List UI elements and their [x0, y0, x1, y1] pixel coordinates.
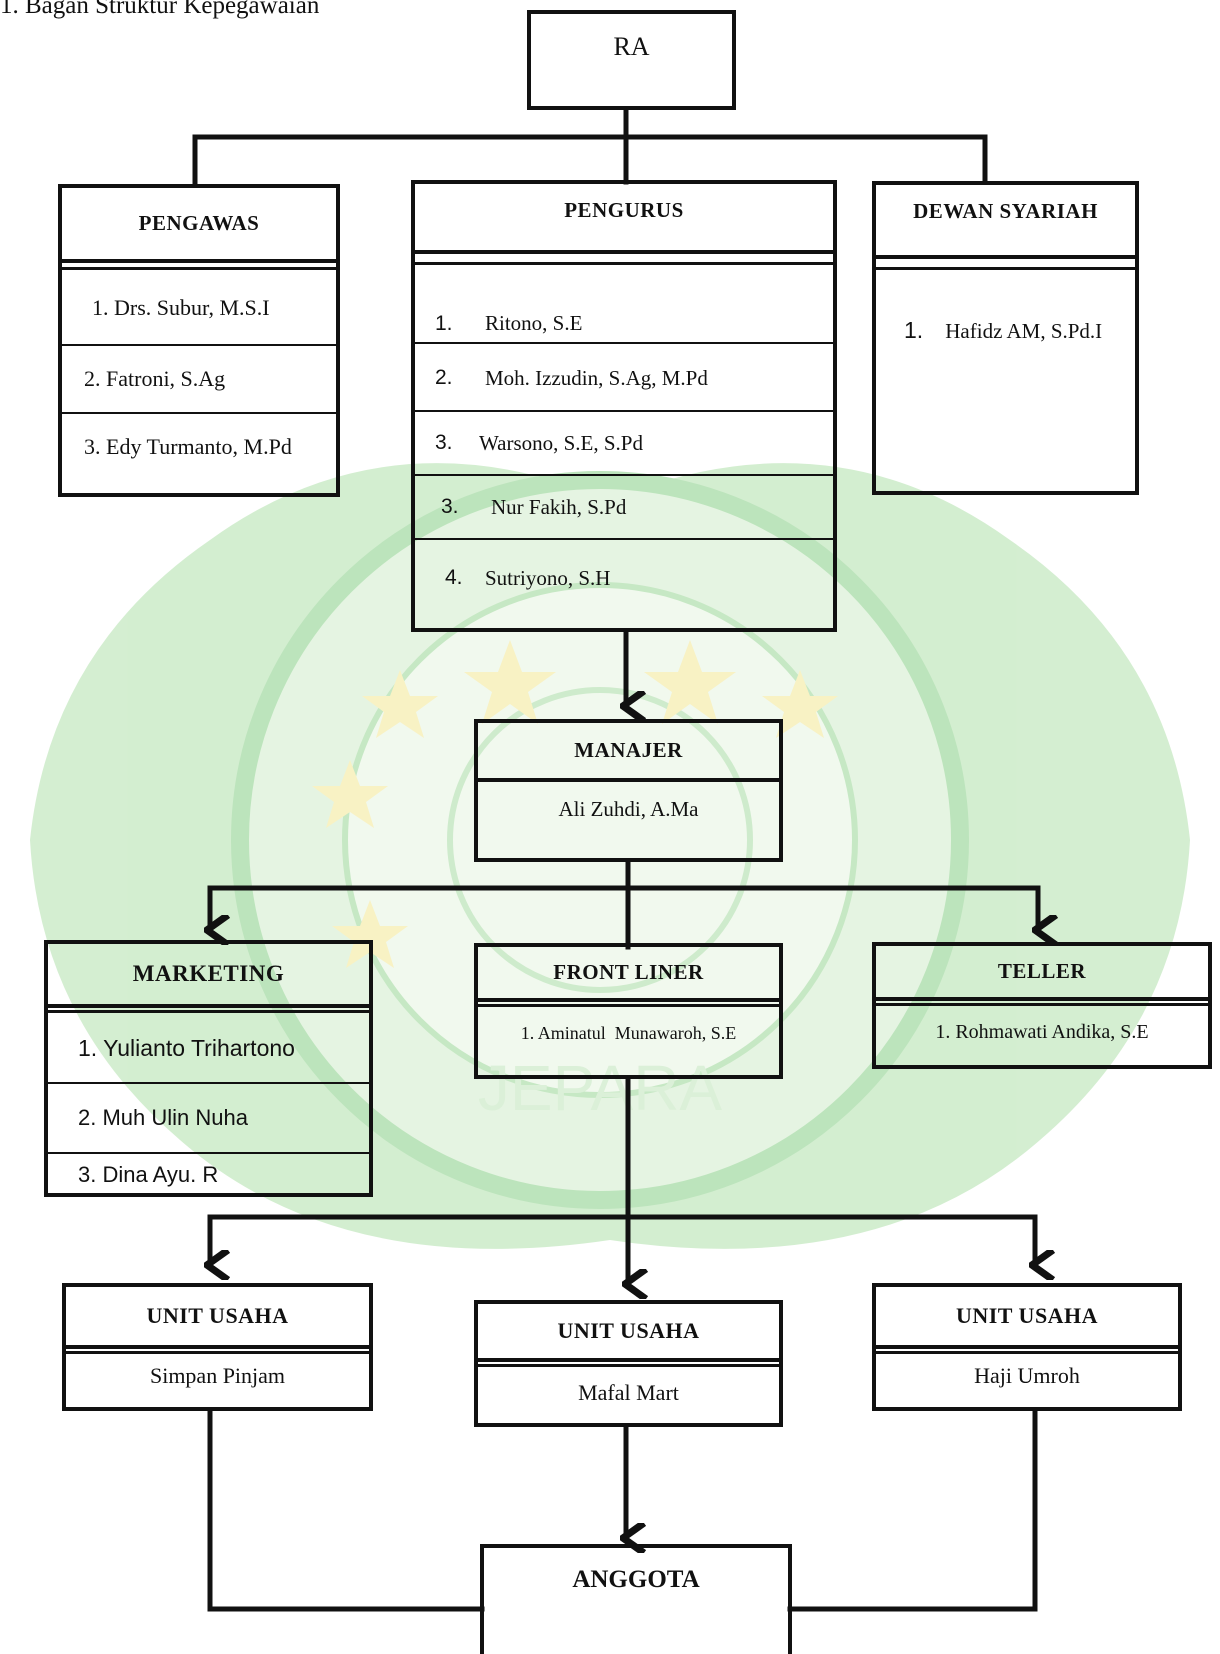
manajer-box: MANAJER Ali Zuhdi, A.Ma: [474, 719, 783, 862]
unit-usaha-2-title: UNIT USAHA: [478, 1304, 779, 1362]
unit-usaha-haji-umroh-box: UNIT USAHA Haji Umroh: [872, 1283, 1182, 1411]
teller-title: TELLER: [876, 946, 1208, 1001]
unit-usaha-1-gap: [66, 1349, 369, 1354]
front-liner-gap: [478, 1002, 779, 1007]
unit-usaha-3-gap: [876, 1349, 1178, 1354]
pengurus-member-2: 2. Moh. Izzudin, S.Ag, M.Pd: [415, 346, 833, 412]
pengurus-member-1-name: Ritono, S.E: [485, 311, 583, 335]
seal-globe: [447, 687, 753, 993]
pengurus-member-2-num: 2.: [435, 366, 453, 389]
unit-usaha-1-name: Simpan Pinjam: [149, 1363, 286, 1388]
pengurus-box: PENGURUS 1. Ritono, S.E 2. Moh. Izzudin,…: [411, 180, 837, 632]
star-4: [312, 760, 388, 828]
anggota-box: ANGGOTA: [480, 1544, 792, 1654]
line-unit1-anggota: [207, 1408, 485, 1612]
star-2: [644, 640, 736, 724]
front-liner-title: FRONT LINER: [478, 947, 779, 1002]
unit-usaha-3-title: UNIT USAHA: [876, 1287, 1178, 1349]
marketing-member-2: 2. Muh Ulin Nuha: [48, 1084, 369, 1154]
pengurus-member-5-num: 4.: [445, 566, 463, 589]
page-heading: 1. Bagan Struktur Kepegawaian: [0, 0, 320, 19]
pengawas-member-2: 2. Fatroni, S.Ag: [62, 346, 336, 414]
seal-inner-ring: [342, 582, 858, 1098]
teller-box: TELLER 1. Rohmawati Andika, S.E: [872, 942, 1212, 1069]
pengawas-member-3: 3. Edy Turmanto, M.Pd: [62, 414, 336, 480]
pengurus-member-2-name: Moh. Izzudin, S.Ag, M.Pd: [485, 365, 708, 390]
marketing-member-1: 1. Yulianto Trihartono: [48, 1014, 369, 1084]
dewan-syariah-title: DEWAN SYARIAH: [876, 185, 1135, 259]
pengurus-title: PENGURUS: [415, 184, 833, 254]
pengurus-gap: [415, 258, 833, 265]
pengawas-title: PENGAWAS: [62, 188, 336, 263]
pengurus-member-3-name: Warsono, S.E, S.Pd: [479, 430, 643, 455]
dewan-syariah-gap: [876, 263, 1135, 270]
line-unit3-anggota: [787, 1408, 1038, 1612]
ra-label: RA: [613, 32, 650, 61]
star-5: [332, 900, 408, 968]
pengurus-member-3: 3. Warsono, S.E, S.Pd: [415, 412, 833, 476]
marketing-member-3: 3. Dina Ayu. R: [48, 1154, 369, 1196]
unit-usaha-1-title: UNIT USAHA: [66, 1287, 369, 1349]
marketing-box: MARKETING 1. Yulianto Trihartono 2. Muh …: [44, 940, 373, 1197]
manajer-title: MANAJER: [478, 723, 779, 782]
teller-member-1: 1. Rohmawati Andika, S.E: [935, 1021, 1149, 1043]
dewan-syariah-member-1-num: 1.: [904, 317, 924, 343]
seal-stars: [312, 640, 838, 968]
marketing-gap: [48, 1008, 369, 1013]
dewan-syariah-box: DEWAN SYARIAH 1. Hafidz AM, S.Pd.I: [872, 181, 1139, 495]
unit-usaha-3-name: Haji Umroh: [974, 1363, 1080, 1388]
marketing-member-1-text: 1. Yulianto Trihartono: [78, 1034, 295, 1061]
star-1: [464, 640, 556, 724]
pengurus-member-1: 1. Ritono, S.E: [415, 266, 833, 344]
unit-usaha-2-gap: [478, 1362, 779, 1367]
pengurus-member-5-name: Sutriyono, S.H: [485, 565, 611, 590]
dewan-syariah-member-1: 1. Hafidz AM, S.Pd.I: [904, 317, 1102, 344]
pengawas-gap: [62, 263, 336, 270]
unit-usaha-mafal-mart-box: UNIT USAHA Mafal Mart: [474, 1300, 783, 1427]
marketing-title: MARKETING: [48, 944, 369, 1008]
manajer-name: Ali Zuhdi, A.Ma: [558, 797, 699, 821]
pengurus-member-3-num: 3.: [435, 431, 453, 454]
pengawas-member-1: 1. Drs. Subur, M.S.I: [62, 272, 336, 346]
seal-text-bottom: JEPARA: [478, 1052, 723, 1124]
unit-usaha-simpan-pinjam-box: UNIT USAHA Simpan Pinjam: [62, 1283, 373, 1411]
front-liner-box: FRONT LINER 1. Aminatul Munawaroh, S.E: [474, 943, 783, 1079]
pengawas-member-2-text: 2. Fatroni, S.Ag: [84, 366, 226, 391]
ra-box: RA: [527, 10, 736, 110]
dewan-syariah-member-1-name: Hafidz AM, S.Pd.I: [945, 319, 1103, 343]
pengurus-member-1-num: 1.: [435, 312, 453, 335]
pengurus-member-4-name: Nur Fakih, S.Pd: [491, 494, 627, 519]
pengurus-member-4: 3. Nur Fakih, S.Pd: [415, 476, 833, 540]
teller-gap: [876, 1001, 1208, 1006]
star-3: [362, 670, 438, 738]
unit-usaha-2-name: Mafal Mart: [578, 1380, 679, 1405]
marketing-member-2-text: 2. Muh Ulin Nuha: [78, 1105, 248, 1130]
marketing-member-3-text: 3. Dina Ayu. R: [78, 1162, 219, 1187]
star-6: [762, 670, 838, 738]
front-liner-member-1: 1. Aminatul Munawaroh, S.E: [520, 1023, 737, 1043]
anggota-title: ANGGOTA: [572, 1566, 700, 1593]
pengawas-box: PENGAWAS 1. Drs. Subur, M.S.I 2. Fatroni…: [58, 184, 340, 497]
pengurus-member-5: 4. Sutriyono, S.H: [415, 540, 833, 616]
pengurus-member-4-num: 3.: [441, 495, 459, 518]
pengawas-member-1-text: 1. Drs. Subur, M.S.I: [92, 295, 270, 320]
pengawas-member-3-text: 3. Edy Turmanto, M.Pd: [84, 434, 292, 459]
